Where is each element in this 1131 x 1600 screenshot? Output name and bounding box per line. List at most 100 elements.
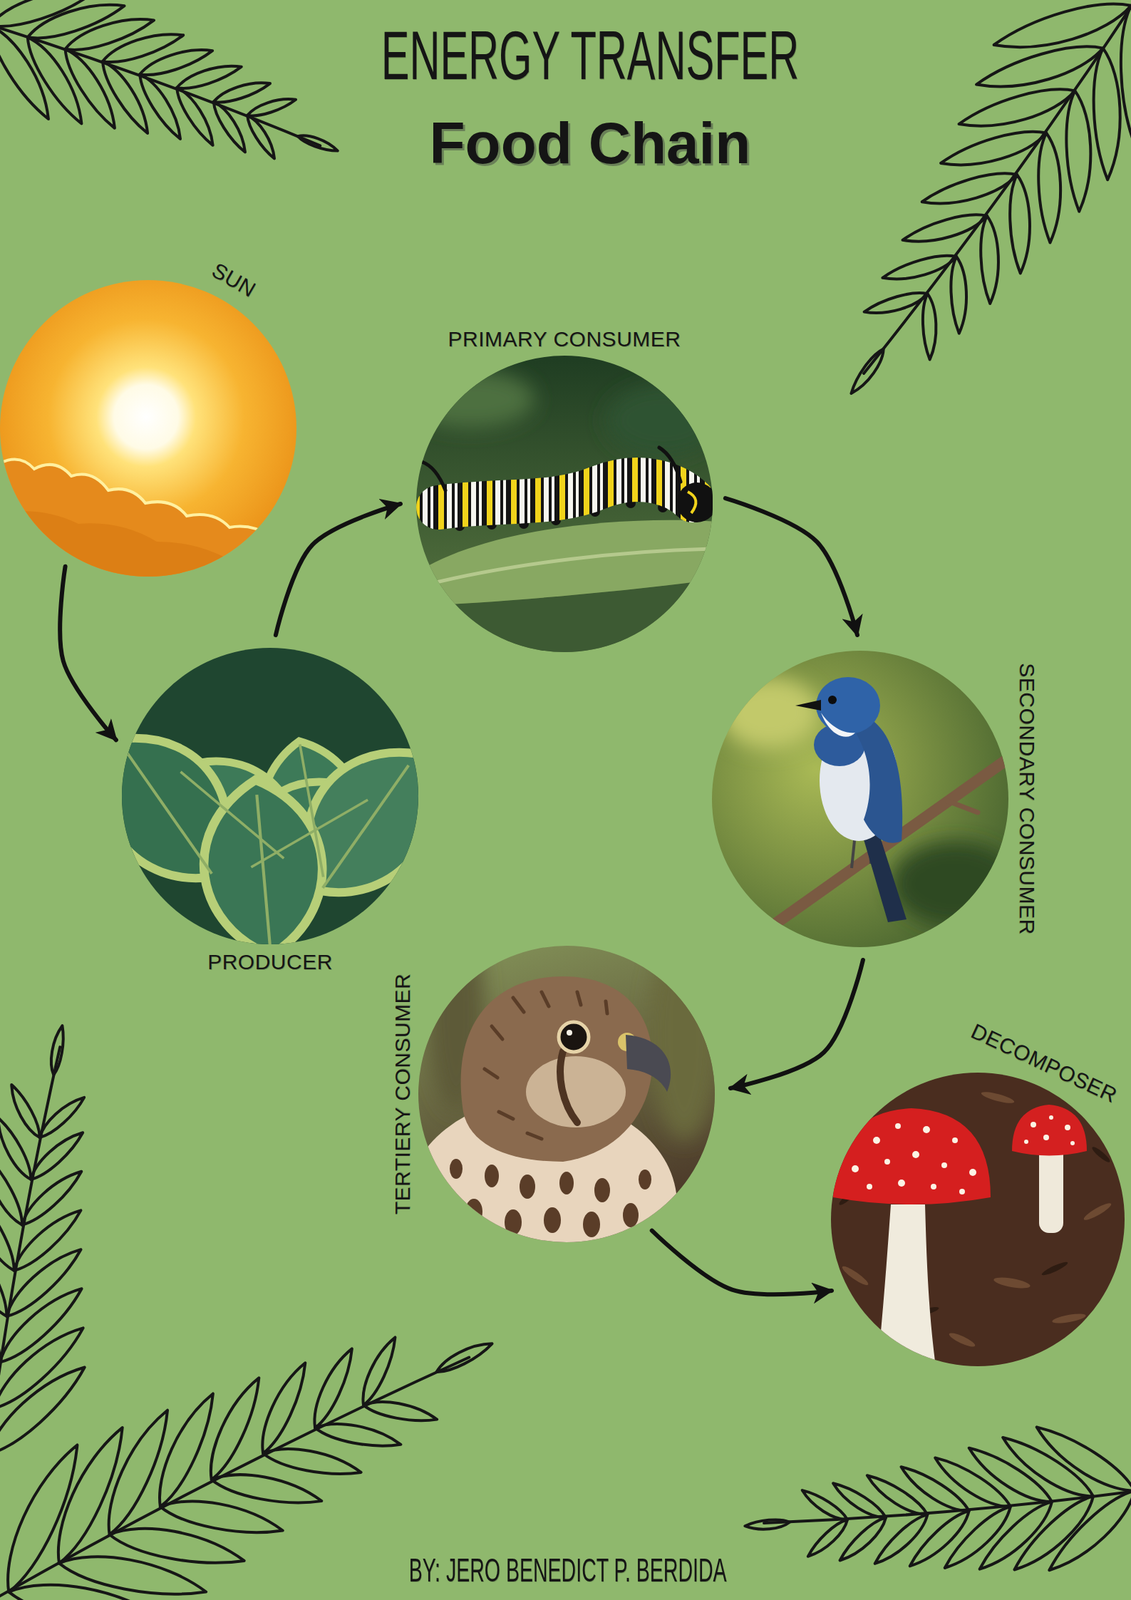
mushroom-picture-part-part [980,1089,1016,1106]
mushroom-picture-part [833,1108,991,1205]
falcon-picture-part-part [582,1211,601,1238]
caterpillar-picture-part [420,520,720,606]
bird-picture-part [816,677,881,735]
mushroom-picture-part [1011,1104,1087,1156]
mushroom-picture-part-part [969,1168,977,1176]
caterpillar-picture-part [427,548,717,585]
mushroom-picture-part-part [866,1183,873,1190]
mushroom-picture-part-part [1043,1134,1050,1141]
mushroom-picture-part-part [1040,1259,1069,1278]
mushroom-picture-part-part [1024,1139,1029,1144]
falcon-picture-part [625,1034,671,1092]
label-block: Food Chain [91,114,1089,173]
mushroom-picture-part-part [959,1188,965,1195]
caterpillar-picture-part [659,447,681,482]
mushroom-picture-part-part [930,1183,937,1190]
energy-arrow [59,566,117,741]
energy-arrow [730,959,864,1089]
caterpillar-picture-part [677,482,717,523]
falcon-picture-part-part [491,1026,503,1040]
producer-picture-part-part [250,799,368,868]
caterpillar-picture-part [687,491,696,514]
mushroom-picture-part-part [873,1136,881,1144]
caterpillar-picture-part [421,461,446,491]
node-label: TERTIERY CONSUMER [391,973,414,1216]
sun-picture-part [0,510,236,592]
mushroom-picture-part-part [992,1275,1031,1291]
mushroom-picture-part-part [947,1330,977,1350]
mushroom-picture-part-part [1030,1121,1037,1128]
subtitle: Food Chain [429,114,752,173]
byline: BY: JERO BENEDICT P. BERDIDA [409,1553,727,1587]
fern-decoration-part [0,1243,544,1600]
bird-picture-part [820,712,856,737]
falcon-picture-part-part [638,1169,652,1190]
falcon-picture-part-part [543,1207,561,1233]
bird-picture-part [719,677,820,749]
falcon-picture-part-part [498,1111,514,1119]
producer-picture-part-part [126,751,212,874]
falcon-picture-part-part [449,1158,463,1179]
mushroom-picture-part-part [941,1162,948,1169]
energy-arrow [275,503,401,635]
mushroom-picture [830,1072,1125,1367]
producer-picture-part-part [300,744,324,877]
mushroom-picture-part-part [895,1123,901,1129]
falcon-picture-part-part [513,997,524,1012]
falcon-picture-part-part [465,1198,483,1225]
falcon-picture-part-part [622,1202,639,1228]
node-label: SUN [208,259,259,301]
falcon-picture-part-part [527,1133,542,1139]
bird-picture-part [795,699,821,711]
falcon-picture-part-part [504,1209,522,1236]
producer-picture-part [71,706,464,960]
caterpillar-picture-part [438,479,693,508]
bird-picture-part [890,840,1020,927]
picture-circle: DECOMPOSER [830,1072,1125,1367]
mushroom-picture-part-part [1081,1200,1113,1223]
label-block: BY: JERO BENEDICT P. BERDIDA [69,1553,1067,1587]
mushroom-picture-part-part [897,1179,906,1187]
mushroom-picture-part-part [884,1158,891,1165]
falcon-picture-part [461,976,653,1162]
caterpillar-picture-part [605,384,720,457]
node-label: PRIMARY CONSUMER [448,328,682,350]
producer-picture-part-part [322,765,409,888]
title-block: ENERGY TRANSFER [91,21,1089,90]
picture-circle: PRODUCER [121,647,419,945]
node-label: SECONDARY CONSUMER [1016,662,1038,935]
mushroom-picture-part [1039,1143,1064,1233]
mushroom-picture-part-part [912,1150,920,1159]
falcon-picture-part [566,1029,573,1036]
falcon-picture-part [648,926,720,1141]
mushroom-picture-part-part [851,1165,859,1173]
bird-picture [711,650,1020,948]
picture-circle: SECONDARY CONSUMER [711,650,1009,948]
bird-picture-part [828,695,837,705]
mushroom-picture-part-part [1049,1115,1054,1120]
mushroom-picture-part-part [922,1126,931,1134]
mushroom-picture-part-part [1070,1140,1075,1146]
falcon-picture-part [560,1051,578,1123]
falcon-picture-part-part [605,1001,608,1014]
mushroom-picture-part-part [878,1074,903,1093]
bird-picture-part [863,830,907,923]
fern-decoration-part [0,0,364,223]
connector-group [59,498,864,1295]
producer-picture-part [126,744,410,951]
energy-arrow [725,498,858,635]
mushroom-picture-part [878,1204,936,1362]
bird-picture-part [947,801,978,813]
falcon-picture-part [449,1158,652,1238]
falcon-picture-part-part [484,1164,499,1188]
falcon-picture-part-part [484,1068,498,1078]
producer-picture-part-part [180,771,284,859]
falcon-picture-part [558,1021,589,1052]
energy-arrow [652,1230,832,1295]
